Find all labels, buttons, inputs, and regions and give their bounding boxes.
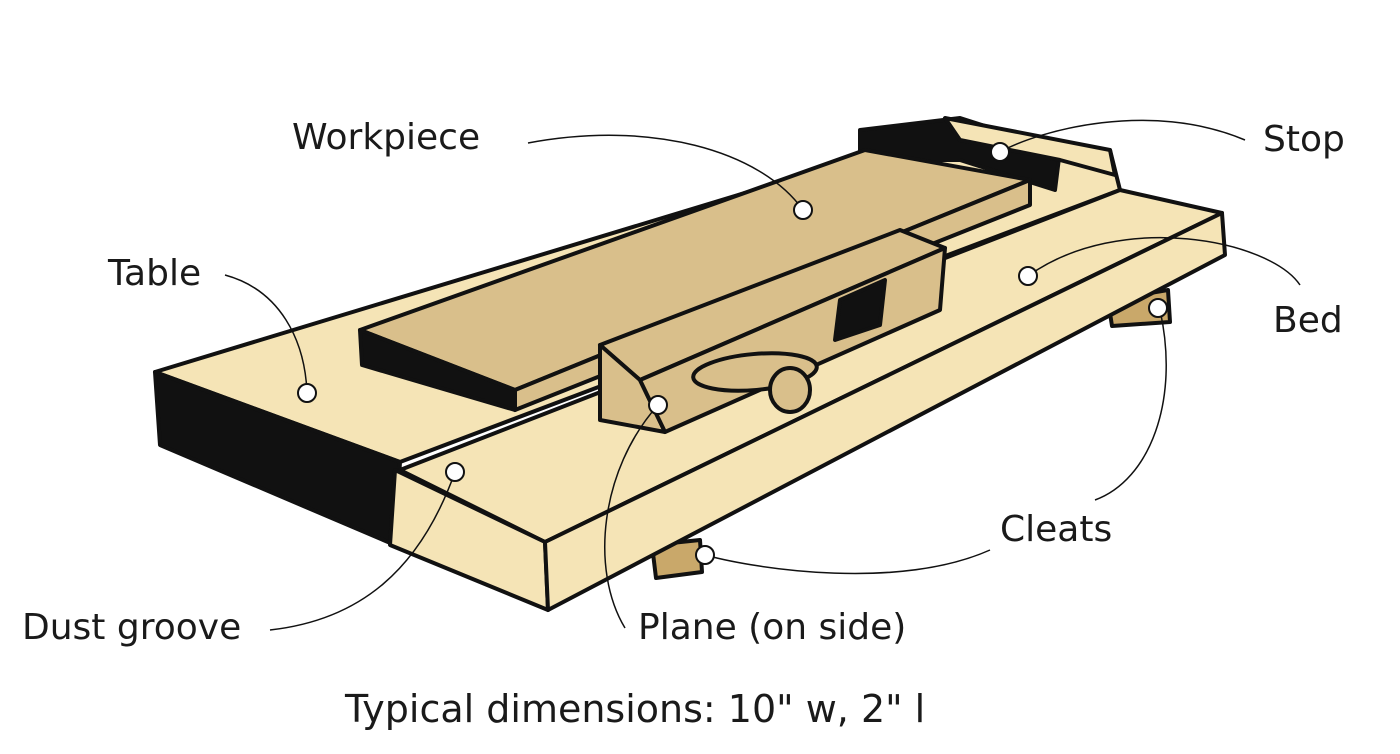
label-stop: Stop: [1263, 119, 1345, 160]
label-dust-groove: Dust groove: [22, 607, 242, 648]
caption: Typical dimensions: 10" w, 2" l: [345, 687, 926, 731]
callout-dot-cleat-back: [1148, 298, 1168, 318]
callout-dot-bed: [1018, 266, 1038, 286]
label-table: Table: [108, 253, 202, 294]
callout-dot-table: [297, 383, 317, 403]
label-cleats: Cleats: [1000, 509, 1113, 550]
plane-mouth: [833, 278, 887, 342]
label-workpiece: Workpiece: [292, 117, 481, 158]
callout-dot-plane: [648, 395, 668, 415]
callout-dot-stop: [990, 142, 1010, 162]
label-plane: Plane (on side): [638, 607, 907, 648]
callout-dot-workpiece: [793, 200, 813, 220]
plane-wedge: [768, 366, 812, 414]
bed-front: [543, 211, 1227, 612]
callout-dot-cleat-front: [695, 545, 715, 565]
stop-top: [943, 116, 1117, 177]
label-bed: Bed: [1273, 300, 1343, 341]
callout-dot-dust-groove: [445, 462, 465, 482]
